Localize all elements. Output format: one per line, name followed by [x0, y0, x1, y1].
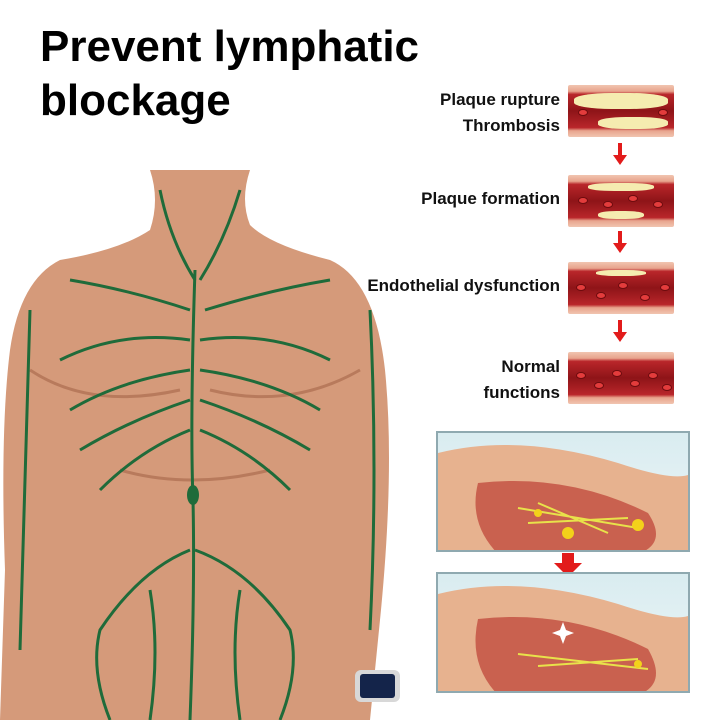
label-line: Normal [501, 357, 560, 376]
title-line-2: blockage [40, 76, 231, 125]
lymphatic-torso-illustration [0, 170, 400, 720]
label-line: Thrombosis [462, 116, 560, 135]
label-line: Endothelial dysfunction [367, 276, 560, 295]
label-line: Plaque rupture [440, 90, 560, 109]
torso-body [0, 170, 389, 720]
stage-label-plaque-rupture: Plaque rupture Thrombosis [440, 87, 560, 139]
vessel-plaque-rupture [568, 85, 674, 137]
page-title: Prevent lymphatic blockage [40, 20, 419, 128]
label-line: Plaque formation [421, 189, 560, 208]
title-line-1: Prevent lymphatic [40, 22, 420, 71]
arrow-down-icon [613, 143, 627, 165]
arm-panel-normal [436, 572, 690, 693]
label-line: functions [483, 383, 561, 402]
cisterna-chyli [187, 485, 199, 505]
smartwatch [355, 670, 400, 702]
arrow-down-icon [613, 231, 627, 253]
stage-label-plaque-formation: Plaque formation [421, 186, 560, 212]
stage-label-endothelial-dysfunction: Endothelial dysfunction [367, 273, 560, 299]
vessel-endothelial-dysfunction [568, 262, 674, 314]
arm-panel-blocked [436, 431, 690, 552]
lymph-vessels [18, 189, 376, 720]
vessel-normal [568, 352, 674, 404]
arrow-down-icon [554, 553, 582, 577]
stage-label-normal-functions: Normal functions [484, 354, 561, 406]
vessel-plaque-formation [568, 175, 674, 227]
arrow-down-icon [613, 320, 627, 342]
